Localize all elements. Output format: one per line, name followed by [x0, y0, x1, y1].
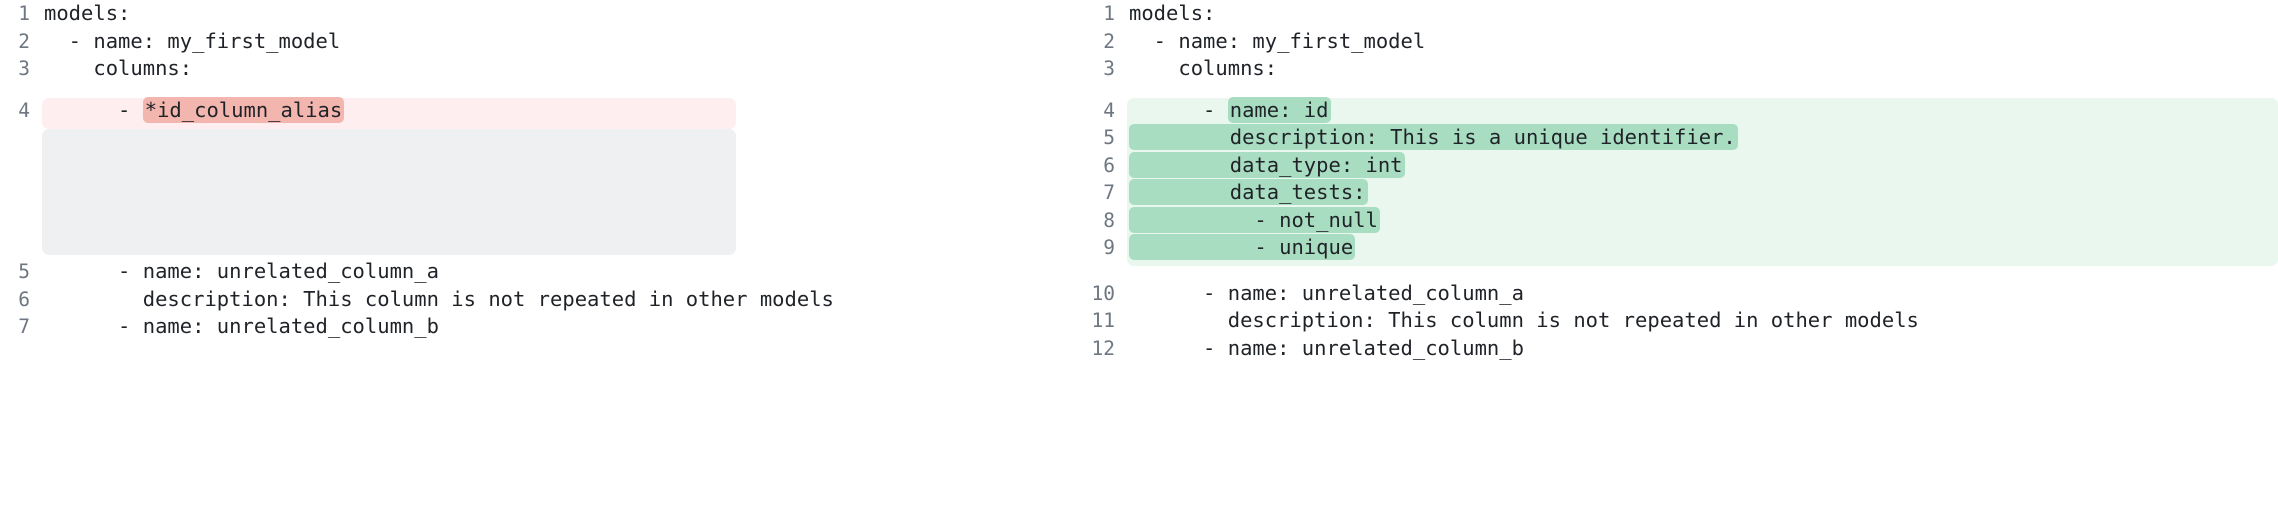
code-line: 10 - name: unrelated_column_a [1085, 280, 2278, 308]
code-line: 2 - name: my_first_model [0, 28, 1060, 56]
line-number: 5 [18, 260, 30, 283]
line-content: description: This column is not repeated… [44, 286, 834, 311]
code-line: 12 - name: unrelated_column_b [1085, 335, 2278, 363]
left-code-block: 1 models: 2 - name: my_first_model 3 col… [0, 0, 1060, 341]
line-number: 4 [18, 98, 30, 122]
line-number: 4 [1103, 98, 1115, 122]
line-prefix: - [44, 97, 143, 122]
code-line: 1 models: [0, 0, 1060, 28]
line-content: - unique [1115, 234, 2278, 262]
line-number: 7 [1103, 181, 1115, 204]
code-line: 3 columns: [1085, 55, 2278, 83]
code-line-added: 9 - unique [1085, 234, 2278, 262]
line-content: models: [44, 1, 131, 25]
code-line-added: 7 data_tests: [1085, 179, 2278, 207]
line-number: 10 [1091, 281, 1115, 305]
line-number: 6 [1103, 153, 1115, 177]
line-content: data_type: int [1115, 151, 2278, 180]
line-gap [1085, 83, 2278, 97]
added-token: - not_null [1129, 206, 1380, 233]
line-content: description: This column is not repeated… [1129, 308, 1919, 332]
code-line-added: 8 - not_null [1085, 206, 2278, 235]
line-content: - *id_column_alias [30, 96, 1060, 125]
line-prefix: - [1129, 97, 1228, 122]
line-number: 1 [18, 2, 30, 25]
line-content: models: [1129, 1, 1216, 25]
line-number: 3 [1103, 57, 1115, 80]
line-content: - name: unrelated_column_a [44, 259, 439, 283]
line-content: data_tests: [1115, 179, 2278, 207]
added-token: data_type: int [1129, 151, 1405, 178]
added-token: name: id [1227, 96, 1331, 123]
line-number: 7 [18, 315, 30, 338]
line-number: 11 [1091, 309, 1115, 332]
line-content: columns: [1129, 56, 1278, 80]
added-token: - unique [1129, 234, 1356, 260]
code-line-added: 5 description: This is a unique identifi… [1085, 124, 2278, 152]
added-token: data_tests: [1129, 179, 1368, 205]
line-number: 1 [1103, 2, 1115, 25]
line-number: 8 [1103, 208, 1115, 232]
line-number: 9 [1103, 236, 1115, 259]
code-line-added: 4 - name: id [1085, 96, 2278, 125]
line-number: 6 [18, 287, 30, 311]
code-line-added: 6 data_type: int [1085, 151, 2278, 180]
line-content: - not_null [1115, 206, 2278, 235]
line-number: 5 [1103, 126, 1115, 149]
line-number: 3 [18, 57, 30, 80]
code-line: 5 - name: unrelated_column_a [0, 258, 1060, 286]
line-content: - name: my_first_model [44, 28, 341, 53]
line-content: - name: my_first_model [1129, 28, 1426, 53]
right-code-panel: 1 models: 2 - name: my_first_model 3 col… [1085, 0, 2278, 362]
line-content: - name: unrelated_column_a [1129, 280, 1524, 305]
code-line: 6 description: This column is not repeat… [0, 286, 1060, 314]
line-number: 2 [1103, 29, 1115, 53]
removed-placeholder-band [42, 129, 736, 255]
code-line: 11 description: This column is not repea… [1085, 307, 2278, 335]
line-content: - name: id [1115, 96, 2278, 125]
line-number: 12 [1091, 336, 1115, 360]
line-gap [0, 83, 1060, 97]
left-code-panel: 1 models: 2 - name: my_first_model 3 col… [0, 0, 1060, 341]
code-line: 3 columns: [0, 55, 1060, 83]
code-line: 7 - name: unrelated_column_b [0, 313, 1060, 341]
line-content: description: This is a unique identifier… [1115, 124, 2278, 152]
line-content: - name: unrelated_column_b [44, 314, 439, 338]
code-line: 1 models: [1085, 0, 2278, 28]
added-token: description: This is a unique identifier… [1129, 124, 1738, 150]
line-content: - name: unrelated_column_b [1129, 335, 1524, 360]
removed-token: *id_column_alias [142, 96, 345, 123]
code-line: 2 - name: my_first_model [1085, 28, 2278, 56]
code-line-removed: 4 - *id_column_alias [0, 96, 1060, 125]
line-number: 2 [18, 29, 30, 53]
line-content: columns: [44, 56, 193, 80]
right-code-block: 1 models: 2 - name: my_first_model 3 col… [1085, 0, 2278, 362]
